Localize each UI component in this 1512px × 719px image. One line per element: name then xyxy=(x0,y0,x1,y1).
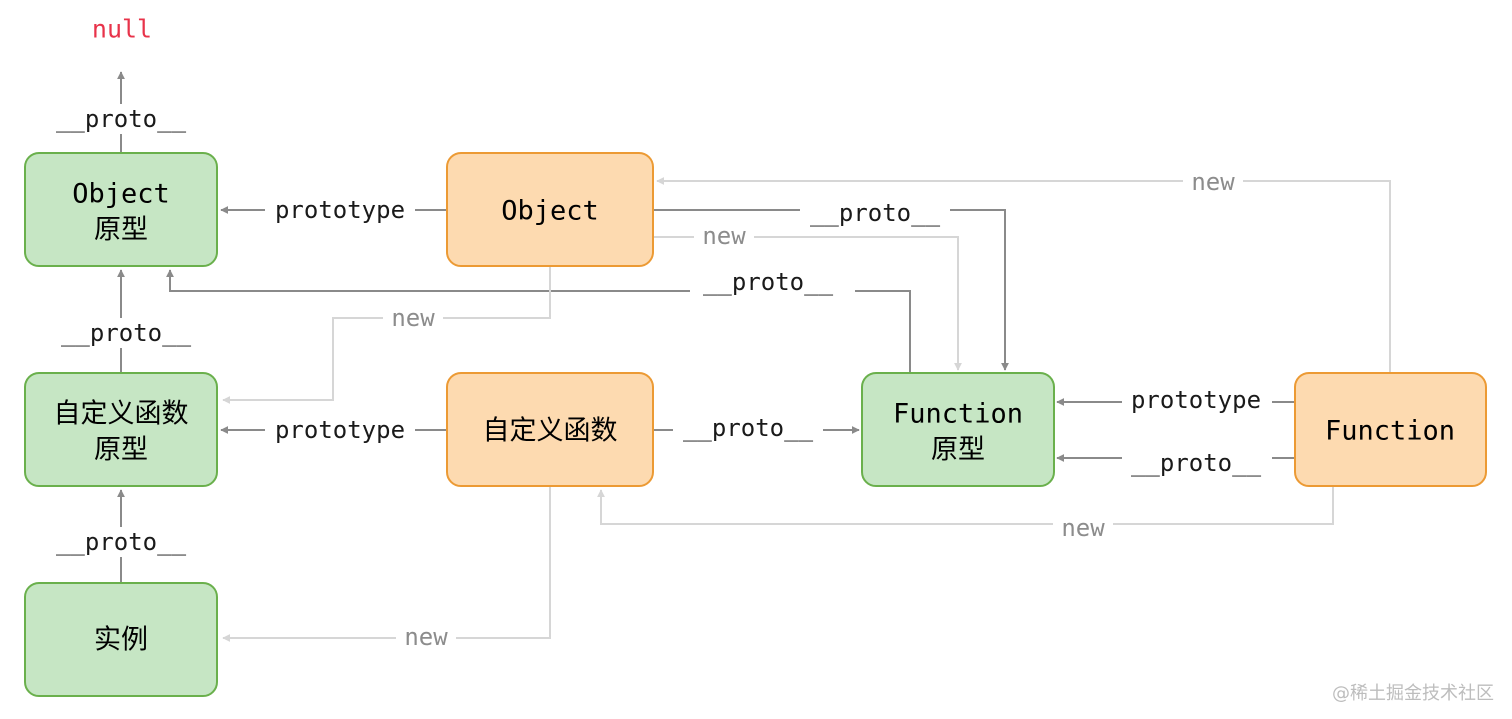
edge-new-function-to-object xyxy=(656,177,1391,372)
custom-prototype-box xyxy=(25,373,217,486)
edge-labels: null __proto__ __proto__ __proto__ proto… xyxy=(46,15,1272,651)
watermark: @稀土掘金技术社区 xyxy=(1332,683,1494,704)
function-constructor-node: Function xyxy=(1294,372,1487,487)
function-prototype-node: Function 原型 xyxy=(861,372,1055,487)
object-prototype-title: Object xyxy=(72,179,170,210)
proto-label-function-proto: __proto__ xyxy=(703,268,834,296)
new-label-function-to-object: new xyxy=(1191,168,1235,196)
edge-new-object-to-custom-proto xyxy=(222,267,551,404)
instance-title: 实例 xyxy=(94,625,148,656)
custom-constructor-box xyxy=(447,373,653,486)
edge-object-ctor-to-function-proto xyxy=(653,209,1009,371)
prototype-label-function-ctor: prototype xyxy=(1131,386,1261,414)
proto-label-object-proto: __proto__ xyxy=(56,105,187,133)
new-label-object-to-function-proto: new xyxy=(702,222,746,250)
custom-constructor-title: 自定义函数 xyxy=(483,416,618,447)
prototype-label-custom-ctor: prototype xyxy=(275,416,405,444)
custom-prototype-subtitle: 原型 xyxy=(94,435,148,466)
custom-constructor-node: 自定义函数 xyxy=(446,372,654,487)
function-prototype-box xyxy=(862,373,1054,486)
function-prototype-subtitle: 原型 xyxy=(931,435,985,466)
function-constructor-box xyxy=(1295,373,1486,486)
null-label: null xyxy=(92,15,152,44)
proto-label-custom-proto: __proto__ xyxy=(61,319,192,347)
object-prototype-node: Object 原型 xyxy=(24,152,218,267)
instance-box xyxy=(25,583,217,696)
proto-label-custom-ctor: __proto__ xyxy=(683,414,814,442)
prototype-label-object-ctor: prototype xyxy=(275,196,405,224)
new-label-function-to-custom-ctor: new xyxy=(1061,514,1105,542)
proto-label-function-ctor: __proto__ xyxy=(1131,449,1262,477)
object-prototype-subtitle: 原型 xyxy=(94,215,148,246)
object-constructor-node: Object xyxy=(446,152,654,267)
edge-new-object-to-function-proto xyxy=(653,236,962,371)
custom-prototype-title: 自定义函数 xyxy=(54,399,189,430)
proto-label-object-ctor: __proto__ xyxy=(810,199,941,227)
function-prototype-title: Function xyxy=(893,399,1023,430)
edge-new-custom-to-instance xyxy=(222,487,551,642)
edge-new-function-to-custom-ctor xyxy=(597,487,1334,525)
new-label-custom-to-instance: new xyxy=(404,623,448,651)
object-prototype-box xyxy=(25,153,217,266)
object-constructor-title: Object xyxy=(501,196,599,227)
proto-label-instance: __proto__ xyxy=(56,528,187,556)
object-constructor-box xyxy=(447,153,653,266)
function-constructor-title: Function xyxy=(1325,416,1455,447)
new-label-object-to-custom-proto: new xyxy=(391,304,435,332)
instance-node: 实例 xyxy=(24,582,218,697)
edge-function-proto-to-object-proto xyxy=(166,269,911,372)
custom-prototype-node: 自定义函数 原型 xyxy=(24,372,218,487)
